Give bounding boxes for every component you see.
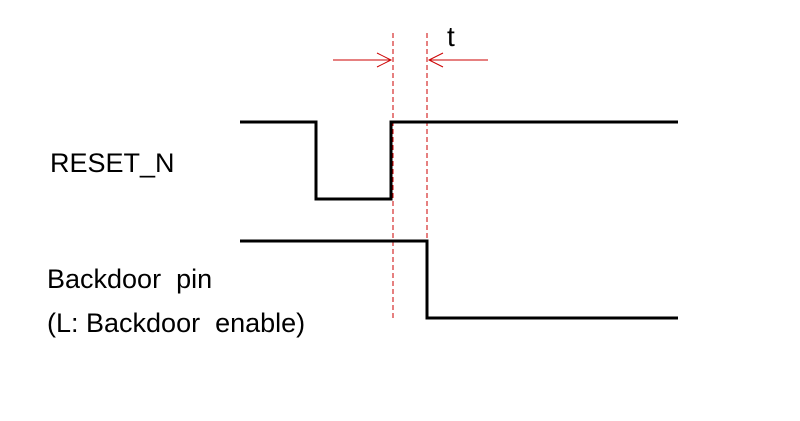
right-timing-arrow <box>427 52 488 68</box>
backdoor-pin-waveform <box>240 239 678 320</box>
left-timing-arrow <box>333 52 393 68</box>
reset-n-waveform <box>240 120 678 201</box>
timing-interval-label: t <box>447 21 455 52</box>
backdoor-pin-label: Backdoor pin <box>47 264 212 294</box>
backdoor-enable-note: (L: Backdoor enable) <box>47 308 305 338</box>
reset-n-label: RESET_N <box>50 148 175 178</box>
